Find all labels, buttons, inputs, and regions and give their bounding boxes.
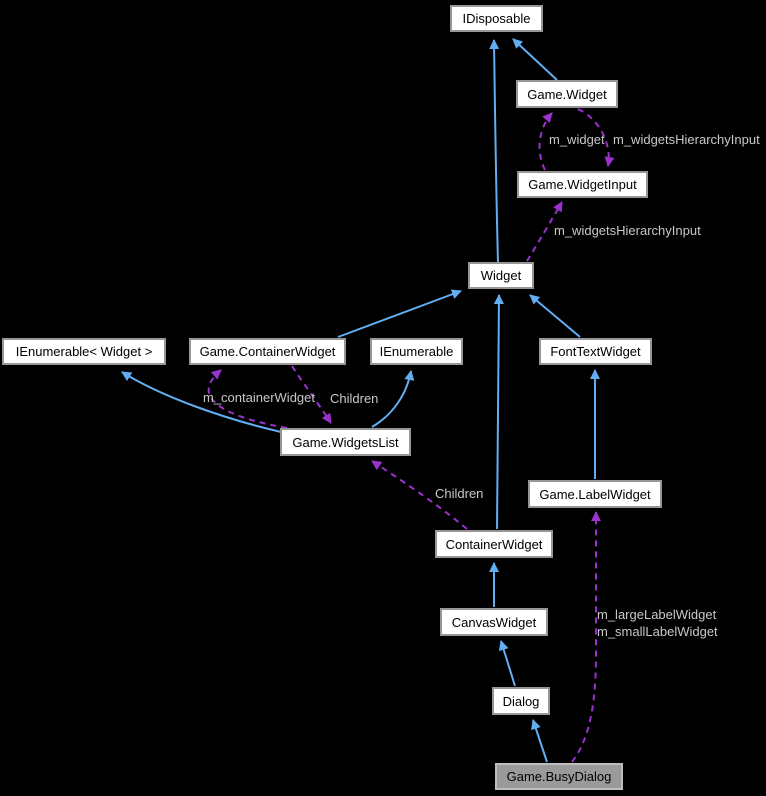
edge-dialog-canvaswidget bbox=[498, 640, 516, 687]
edge-widgetslist-ienumerablewidget bbox=[121, 371, 282, 433]
class-node-canvaswidget[interactable]: CanvasWidget bbox=[440, 608, 548, 636]
edge-fonttextwidget-widget bbox=[529, 294, 581, 338]
edge-label-children-top: Children bbox=[330, 391, 379, 406]
edge-widgetslist-ienumerable bbox=[371, 370, 415, 428]
edge-busydialog-dialog bbox=[531, 719, 548, 763]
edge-gamecontainerwidget-widgetslist bbox=[291, 365, 332, 424]
edge-label-m-smalllabelwidget: m_smallLabelWidget bbox=[597, 624, 718, 639]
edge-containerwidget-widgetslist bbox=[371, 460, 468, 530]
edge-widget-idisposable bbox=[489, 39, 500, 263]
edge-label-m-containerwidget: m_containerWidget bbox=[203, 390, 315, 405]
edge-gamewidget-widgetinput-hierarchy bbox=[577, 108, 615, 167]
class-node-fonttextwidget[interactable]: FontTextWidget bbox=[539, 338, 652, 365]
class-node-dialog[interactable]: Dialog bbox=[492, 687, 550, 715]
class-node-game-labelwidget[interactable]: Game.LabelWidget bbox=[528, 480, 662, 508]
class-node-game-widgetslist[interactable]: Game.WidgetsList bbox=[280, 428, 411, 456]
class-node-game-containerwidget[interactable]: Game.ContainerWidget bbox=[189, 338, 346, 365]
edge-label-m-widgetshierarchyinput-mid: m_widgetsHierarchyInput bbox=[554, 223, 701, 238]
edge-label-m-widget: m_widget bbox=[549, 132, 605, 147]
class-node-game-widgetinput[interactable]: Game.WidgetInput bbox=[517, 171, 648, 198]
class-node-containerwidget[interactable]: ContainerWidget bbox=[435, 530, 553, 558]
edge-label-m-largelabelwidget: m_largeLabelWidget bbox=[597, 607, 717, 622]
class-node-widget[interactable]: Widget bbox=[468, 262, 534, 289]
edge-busydialog-labelwidget bbox=[571, 511, 601, 763]
edge-gamecontainerwidget-widget bbox=[337, 289, 462, 338]
edge-containerwidget-widget bbox=[493, 294, 504, 530]
class-node-game-widget[interactable]: Game.Widget bbox=[516, 80, 618, 108]
class-node-idisposable[interactable]: IDisposable bbox=[450, 5, 543, 32]
class-node-ienumerable[interactable]: IEnumerable bbox=[370, 338, 463, 365]
edge-gamewidget-idisposable bbox=[512, 38, 558, 81]
edge-label-children-bottom: Children bbox=[435, 486, 484, 501]
edge-label-m-widgetshierarchyinput-top: m_widgetsHierarchyInput bbox=[613, 132, 760, 147]
edge-widgetslist-gamecontainerwidget bbox=[207, 369, 288, 429]
edge-widget-widgetinput-hierarchy bbox=[526, 201, 563, 262]
edge-widgetinput-gamewidget-mwidget bbox=[538, 112, 553, 171]
class-node-game-busydialog[interactable]: Game.BusyDialog bbox=[495, 763, 623, 790]
class-node-ienumerable-widget[interactable]: IEnumerable< Widget > bbox=[2, 338, 166, 365]
